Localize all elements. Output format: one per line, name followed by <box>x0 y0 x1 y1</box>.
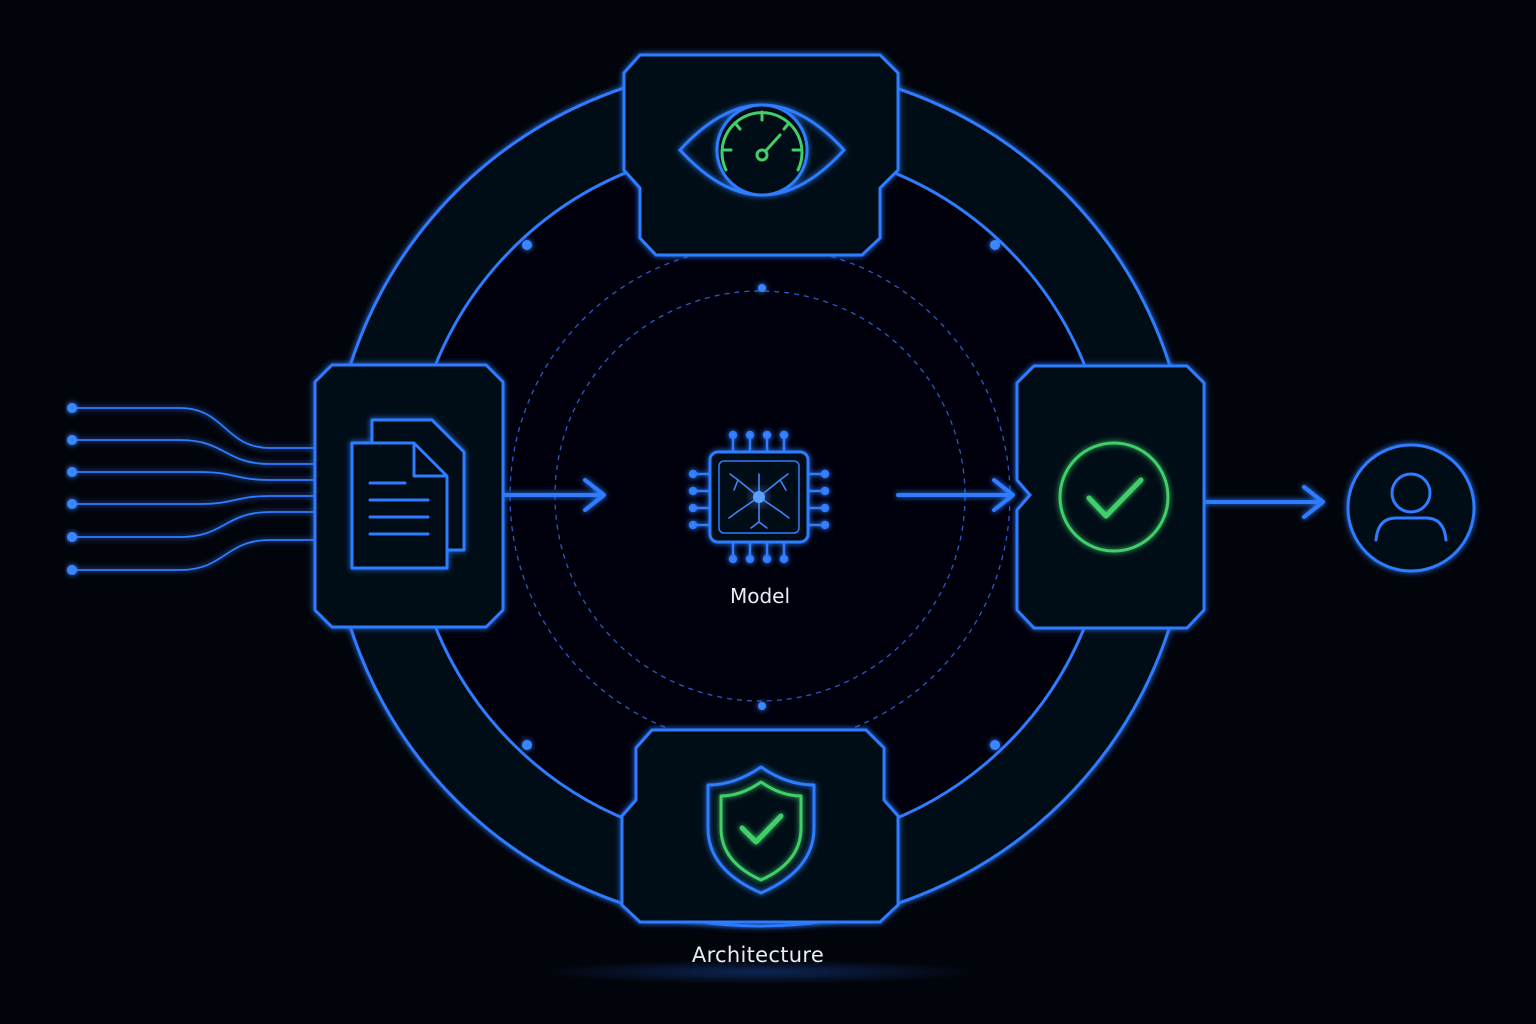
architecture-label: Architecture <box>691 943 825 967</box>
input-nodes <box>67 403 77 575</box>
model-label: Model <box>729 584 791 608</box>
input-module[interactable] <box>313 363 505 629</box>
orbit-node <box>758 702 766 710</box>
ring-node <box>990 740 1000 750</box>
input-node <box>67 435 77 445</box>
documents-icon <box>350 418 466 570</box>
security-panel <box>620 728 900 924</box>
ring-node <box>522 740 532 750</box>
ring-node <box>522 240 532 250</box>
check-circle-icon <box>1058 441 1170 553</box>
input-node <box>67 565 77 575</box>
arrow-model-to-validation <box>896 478 1015 512</box>
neural-chip-icon <box>688 430 830 564</box>
input-lines <box>72 407 316 571</box>
orbit-node <box>758 284 766 292</box>
input-node <box>67 467 77 477</box>
security-module[interactable] <box>620 728 900 924</box>
chip-pins-right <box>806 469 830 530</box>
input-node <box>67 499 77 509</box>
arrow-validation-to-user <box>1204 485 1325 519</box>
shield-check-icon <box>706 765 816 895</box>
eye-gauge-icon <box>677 103 847 197</box>
input-node <box>67 403 77 413</box>
validation-module[interactable] <box>1015 364 1206 630</box>
ring-node <box>990 240 1000 250</box>
validation-panel <box>1015 364 1206 630</box>
user-icon[interactable] <box>1346 443 1476 573</box>
flow-arrows <box>501 478 1325 519</box>
chip-pins-bottom <box>728 540 789 564</box>
label-glow <box>540 960 980 984</box>
ring-nodes <box>522 240 1000 750</box>
monitor-module[interactable] <box>622 53 900 257</box>
input-node <box>67 532 77 542</box>
chip-pins-top <box>728 430 789 454</box>
arrow-input-to-model <box>501 478 606 512</box>
chip-pins-left <box>688 469 712 530</box>
